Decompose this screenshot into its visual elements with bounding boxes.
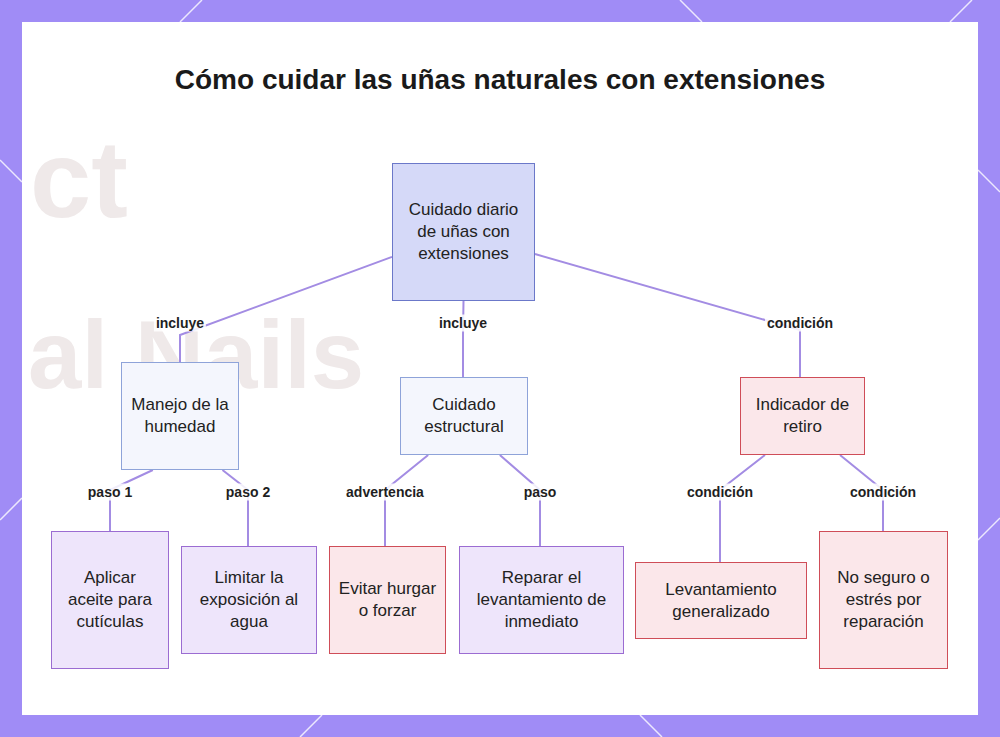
- process-box: No seguro o estrés por reparación: [819, 531, 948, 669]
- box-text: Limitar la exposición al agua: [190, 567, 308, 633]
- box-text: Manejo de la humedad: [130, 394, 230, 438]
- box-text: Indicador de retiro: [749, 394, 856, 438]
- process-box: Limitar la exposición al agua: [181, 546, 317, 654]
- connector-line: [110, 470, 153, 531]
- process-box: Evitar hurgar o forzar: [329, 546, 446, 654]
- connector-line: [222, 470, 248, 546]
- edge-label: condición: [765, 315, 835, 332]
- connector-line: [500, 455, 540, 546]
- edge-label: advertencia: [344, 484, 426, 501]
- process-box: Manejo de la humedad: [121, 362, 239, 470]
- process-box: Indicador de retiro: [740, 377, 865, 455]
- box-text: No seguro o estrés por reparación: [828, 567, 939, 633]
- watermark-text: ct: [30, 115, 128, 242]
- diagram-title: Cómo cuidar las uñas naturales con exten…: [150, 64, 850, 96]
- process-box: Cuidado estructural: [400, 377, 528, 455]
- edge-label: paso 2: [224, 484, 272, 501]
- connector-line: [463, 301, 465, 377]
- connector-line: [385, 455, 428, 546]
- box-text: Levantamiento generalizado: [644, 579, 798, 623]
- box-text: Aplicar aceite para cutículas: [60, 567, 160, 633]
- edge-label: paso: [522, 484, 559, 501]
- process-box: Cuidado diario de uñas con extensiones: [392, 163, 535, 301]
- process-box: Levantamiento generalizado: [635, 562, 807, 639]
- connector-line: [535, 254, 800, 377]
- box-text: Evitar hurgar o forzar: [338, 578, 437, 622]
- edge-label: condición: [848, 484, 918, 501]
- connector-line: [720, 455, 765, 562]
- box-text: Reparar el levantamiento de inmediato: [468, 567, 615, 633]
- box-text: Cuidado diario de uñas con extensiones: [401, 199, 526, 265]
- edge-label: paso 1: [86, 484, 134, 501]
- process-box: Aplicar aceite para cutículas: [51, 531, 169, 669]
- edge-label: incluye: [437, 315, 489, 332]
- box-text: Cuidado estructural: [409, 394, 519, 438]
- process-box: Reparar el levantamiento de inmediato: [459, 546, 624, 654]
- connector-line: [180, 257, 392, 362]
- edge-label: condición: [685, 484, 755, 501]
- edge-label: incluye: [154, 315, 206, 332]
